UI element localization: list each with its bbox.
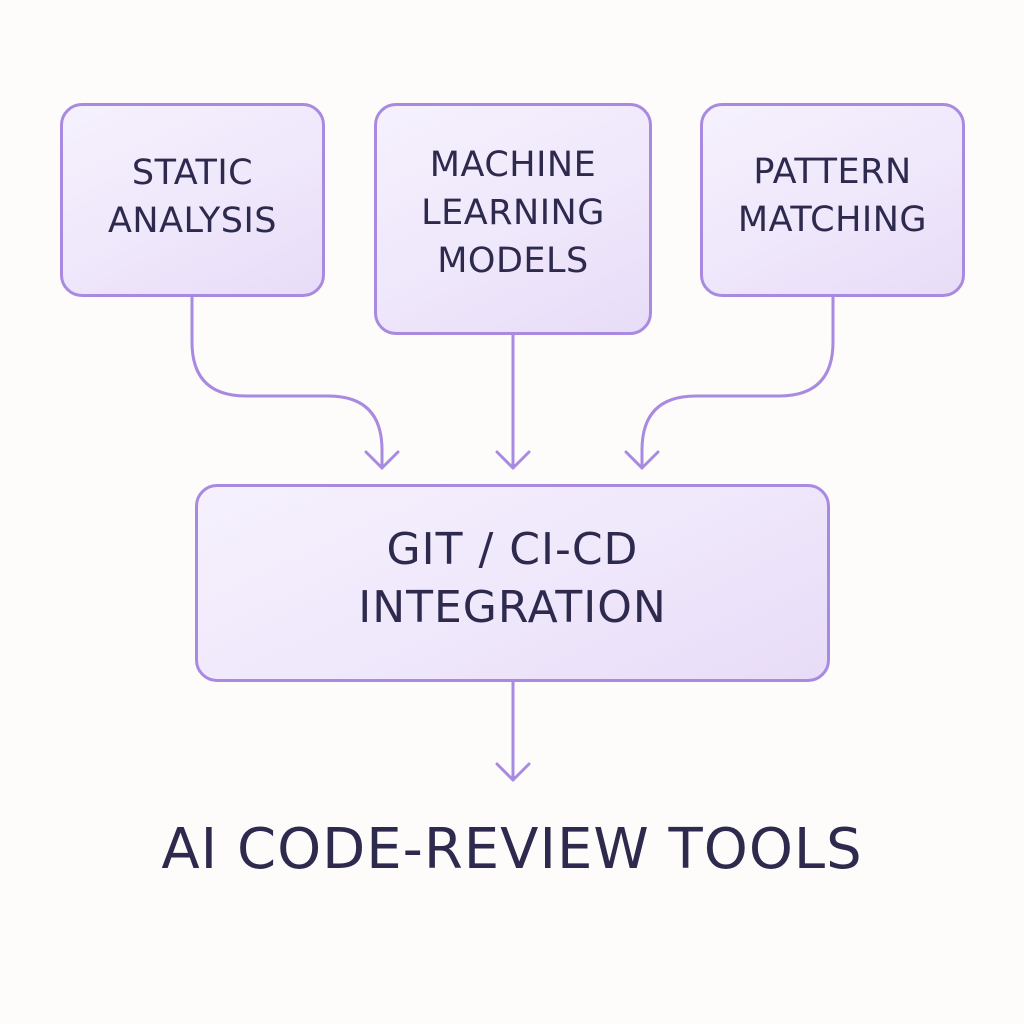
box-machine-learning-models-label: MACHINE LEARNING MODELS: [421, 145, 605, 281]
arrowhead-static: [364, 450, 400, 470]
connector-static-to-hub: [190, 295, 384, 470]
box-pattern-matching: PATTERN MATCHING: [700, 103, 965, 297]
box-machine-learning-models: MACHINE LEARNING MODELS: [374, 103, 652, 335]
box-pattern-matching-label: PATTERN MATCHING: [737, 152, 928, 240]
box-static-analysis: STATIC ANALYSIS: [60, 103, 325, 297]
box-git-ci-cd-integration-label: GIT / CI-CD INTEGRATION: [358, 524, 667, 633]
output-title: AI CODE-REVIEW TOOLS: [161, 817, 863, 882]
arrowhead-output: [495, 762, 531, 782]
box-static-analysis-label: STATIC ANALYSIS: [107, 153, 278, 241]
box-git-ci-cd-integration: GIT / CI-CD INTEGRATION: [195, 484, 830, 682]
arrowhead-ml: [495, 450, 531, 470]
arrowhead-pattern: [624, 450, 660, 470]
connector-pattern-to-hub: [640, 295, 835, 470]
